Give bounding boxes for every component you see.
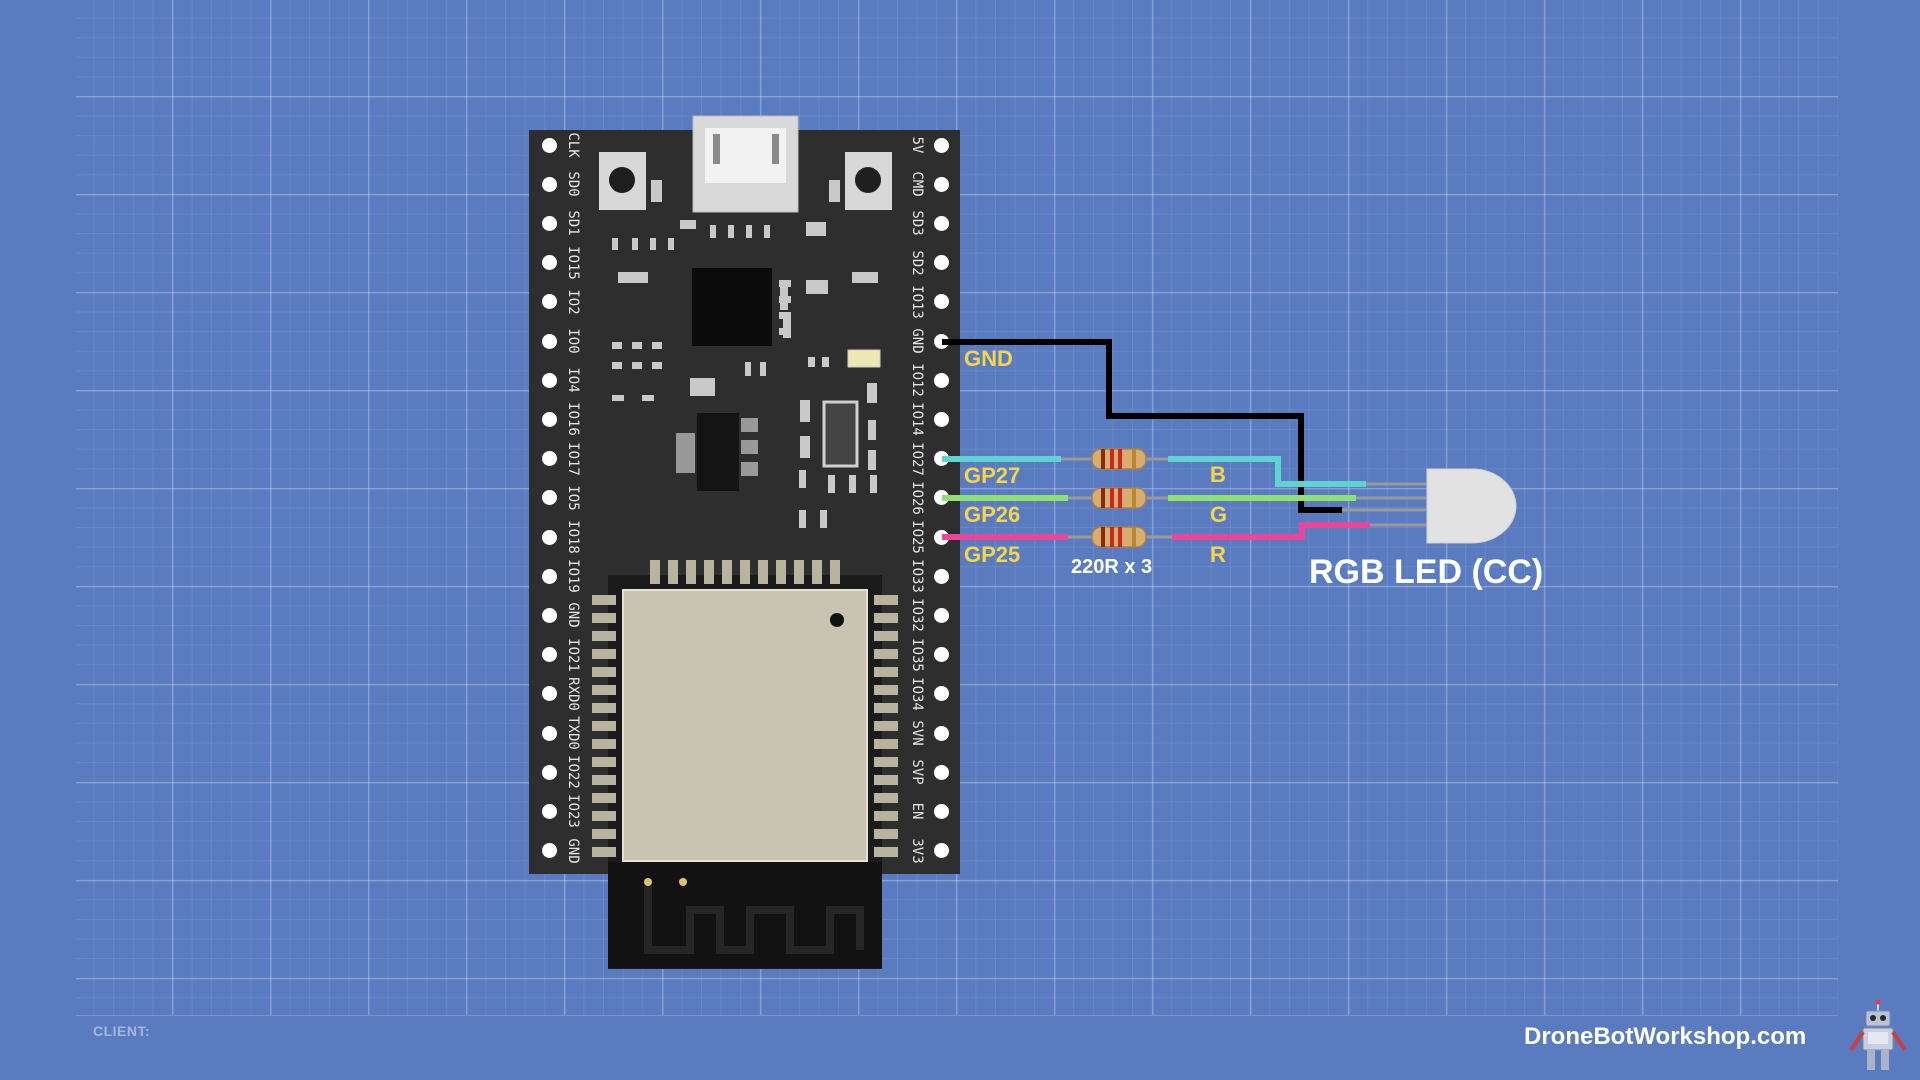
left-header-pin — [541, 568, 557, 584]
right-header-pin — [933, 451, 949, 467]
right-header-pin — [933, 529, 949, 545]
left-header-pin — [541, 490, 557, 506]
left-header-pin — [541, 725, 557, 741]
right-header-pin — [933, 568, 949, 584]
usb-uart-chip — [692, 268, 772, 346]
left-header-pin — [541, 176, 557, 192]
led-indicator — [847, 349, 881, 368]
led-pin-b-label: B — [1210, 462, 1226, 487]
left-header-pin — [541, 137, 557, 153]
right-header-pin — [933, 764, 949, 780]
led-pin-g-label: G — [1210, 502, 1228, 527]
voltage-regulator — [697, 413, 739, 491]
left-header-pin — [541, 529, 557, 545]
gnd-label: GND — [964, 346, 1013, 371]
right-header-pin — [933, 215, 949, 231]
right-header-pin — [933, 490, 949, 506]
right-header-pin — [933, 686, 949, 702]
rgb-led-label: RGB LED (CC) — [1309, 553, 1544, 591]
right-header-pin — [933, 294, 949, 310]
resistor-red — [1091, 526, 1147, 548]
blue-wire-b — [1168, 456, 1366, 487]
gp26-label: GP26 — [964, 502, 1021, 527]
right-header-pin — [933, 255, 949, 271]
resistor-label: 220R x 3 — [1071, 556, 1153, 578]
left-header-pin — [541, 372, 557, 388]
pcb-antenna — [644, 880, 864, 954]
left-header-pin — [541, 255, 557, 271]
right-header-pin — [933, 411, 949, 427]
left-header-pin — [541, 411, 557, 427]
right-header-pin — [933, 843, 949, 859]
left-header-pin — [541, 647, 557, 663]
left-header-pin — [541, 764, 557, 780]
frame-border — [76, 1015, 1838, 1016]
resistor-green — [1091, 487, 1147, 509]
left-header-pin — [541, 333, 557, 349]
brand-text: DroneBotWorkshop.com — [1524, 1023, 1807, 1050]
left-header-pin — [541, 803, 557, 819]
right-header-pin — [933, 607, 949, 623]
led-pin-r-label: R — [1210, 542, 1226, 567]
esp32-shield-can — [622, 589, 868, 862]
left-header-pin — [541, 607, 557, 623]
gp25-label: GP25 — [964, 542, 1021, 567]
left-header-pin — [541, 294, 557, 310]
left-header-pin — [541, 686, 557, 702]
right-header-pin — [933, 647, 949, 663]
right-header-pin — [933, 803, 949, 819]
right-header-pin — [933, 725, 949, 741]
left-header-pin — [541, 451, 557, 467]
gp27-label: GP27 — [964, 463, 1021, 488]
red-wire-b — [1172, 522, 1370, 540]
right-header-pin — [933, 137, 949, 153]
right-header-pin — [933, 176, 949, 192]
gnd-wire — [942, 339, 1342, 513]
resistor-blue — [1091, 448, 1147, 470]
left-header-pin — [541, 843, 557, 859]
right-header-pin — [933, 372, 949, 388]
rgb-led-body — [1426, 468, 1517, 544]
led-legs — [1342, 482, 1428, 527]
client-label: CLIENT: — [93, 1023, 151, 1039]
left-header-pin — [541, 215, 557, 231]
